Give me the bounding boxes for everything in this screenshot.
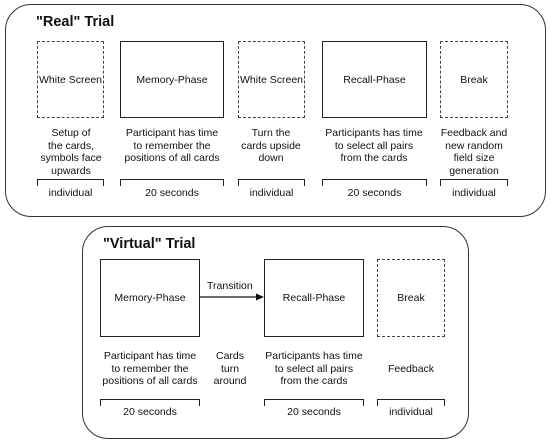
real-step-4-description: Participants has time to select all pair… — [325, 127, 423, 164]
real-step-3-duration: individual — [249, 187, 294, 199]
real-step-1-duration-bracket — [37, 179, 104, 186]
real-step-3-description: Turn the cards upside down — [241, 127, 301, 164]
virtual-step-4-duration-bracket — [377, 399, 445, 406]
transition-label: Transition — [207, 280, 253, 292]
virtual-step-3-duration: 20 seconds — [287, 406, 341, 418]
virtual-recall-phase-box: Recall-Phase — [264, 259, 364, 337]
real-step-3-duration-bracket — [238, 179, 305, 186]
real-step-5-duration-bracket — [440, 179, 508, 186]
real-step-4-duration-bracket — [322, 179, 427, 186]
real-memory-phase-box: Memory-Phase — [120, 41, 224, 118]
virtual-step-4-description: Feedback — [387, 363, 435, 375]
virtual-step-3-description: Participants has time to select all pair… — [265, 350, 363, 387]
virtual-memory-phase-box: Memory-Phase — [100, 259, 200, 337]
virtual-step-4-duration: individual — [389, 406, 433, 418]
virtual-step-3-duration-bracket — [264, 399, 364, 406]
virtual-trial-title: "Virtual" Trial — [103, 236, 196, 252]
real-white-screen-1-box: White Screen — [37, 41, 104, 118]
real-step-5-duration: individual — [452, 187, 496, 199]
real-step-5-description: Feedback and new random field size gener… — [440, 127, 508, 177]
real-step-2-duration: 20 seconds — [145, 187, 199, 199]
real-step-2-description: Participant has time to remember the pos… — [124, 127, 220, 164]
real-recall-phase-box: Recall-Phase — [322, 41, 427, 118]
real-trial-title: "Real" Trial — [36, 14, 115, 30]
virtual-step-1-duration: 20 seconds — [123, 406, 177, 418]
real-step-2-duration-bracket — [120, 179, 224, 186]
transition-arrow — [200, 293, 264, 301]
virtual-break-box: Break — [377, 259, 445, 337]
real-white-screen-2-box: White Screen — [238, 41, 305, 118]
real-step-1-duration: individual — [48, 187, 93, 199]
virtual-trial-panel — [82, 226, 469, 439]
virtual-step-1-duration-bracket — [100, 399, 200, 406]
virtual-step-1-description: Participant has time to remember the pos… — [102, 350, 198, 387]
real-step-4-duration: 20 seconds — [347, 187, 402, 199]
virtual-step-2-description: Cards turn around — [213, 350, 247, 387]
real-step-1-description: Setup of the cards, symbols face upwards — [40, 127, 102, 177]
real-trial-panel — [5, 4, 546, 217]
real-break-box: Break — [440, 41, 508, 118]
